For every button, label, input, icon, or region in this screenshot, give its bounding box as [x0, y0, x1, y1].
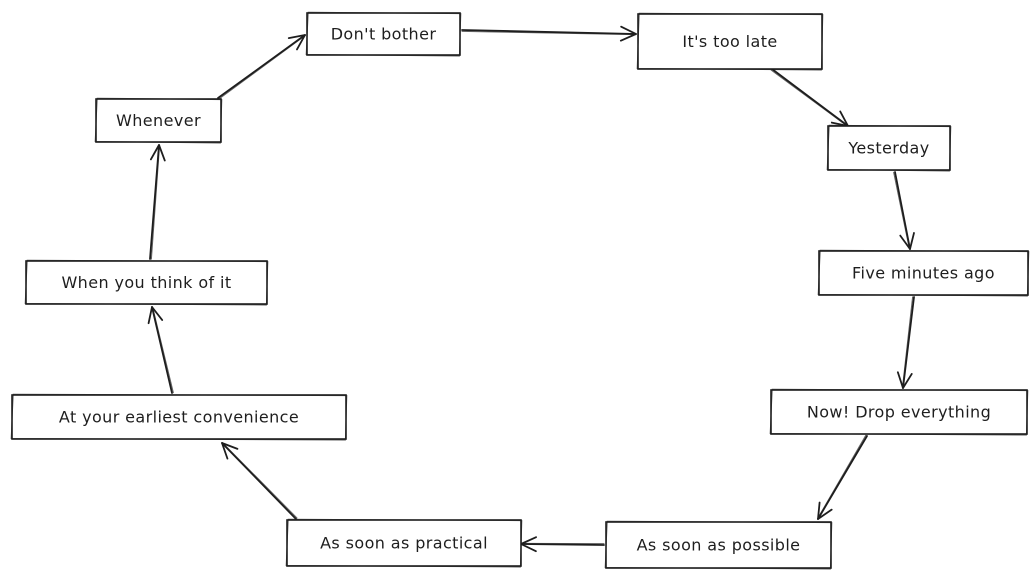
arrow-head-icon: [619, 25, 637, 42]
node-label: Whenever: [116, 111, 201, 130]
node-label: Now! Drop everything: [807, 403, 991, 422]
edge-line: [902, 296, 915, 389]
node-box-sketch: [826, 124, 952, 172]
edge-line: [221, 442, 297, 520]
node-box-sketch: [636, 12, 824, 71]
node-box[interactable]: [770, 389, 1028, 435]
node-box-sketch: [94, 97, 223, 144]
edge-at-your-earliest-convenience-to-when-you-think-of-it: [147, 306, 174, 394]
node-label: Five minutes ago: [852, 264, 995, 283]
node-as-soon-as-possible[interactable]: As soon as possible: [604, 520, 833, 570]
edge-line: [217, 34, 306, 99]
edge-as-soon-as-practical-to-at-your-earliest-convenience: [221, 442, 298, 520]
node-dont-bother[interactable]: Don't bother: [305, 11, 462, 57]
edge-now-drop-everything-to-as-soon-as-possible: [816, 434, 868, 520]
edge-line: [520, 543, 605, 546]
node-box-sketch: [285, 518, 523, 568]
edge-line-sketch: [816, 434, 867, 520]
node-box-sketch: [769, 388, 1029, 436]
arrow-head-icon: [899, 232, 915, 250]
edge-line-sketch: [461, 30, 637, 36]
node-its-too-late[interactable]: It's too late: [636, 12, 824, 71]
edge-line-sketch: [893, 171, 910, 250]
edge-line-sketch: [221, 442, 298, 519]
node-as-soon-as-practical[interactable]: As soon as practical: [285, 518, 523, 568]
arrow-head-icon: [896, 371, 913, 389]
node-box-sketch: [817, 249, 1030, 297]
edge-when-you-think-of-it-to-whenever: [149, 144, 166, 260]
node-yesterday[interactable]: Yesterday: [826, 124, 952, 172]
edge-line: [151, 306, 173, 394]
node-label: At your earliest convenience: [59, 408, 299, 427]
edge-whenever-to-dont-bother: [217, 34, 306, 100]
edge-yesterday-to-five-minutes-ago: [893, 171, 915, 250]
arrow-head-icon: [149, 144, 166, 162]
edge-line-sketch: [150, 144, 161, 260]
edge-line-sketch: [152, 306, 174, 394]
node-label: As soon as possible: [637, 536, 801, 555]
edge-line-sketch: [218, 34, 306, 100]
edge-line: [894, 171, 911, 250]
node-box-sketch: [305, 11, 462, 57]
arrow-head-icon: [147, 306, 164, 325]
arrow-head-icon: [817, 501, 833, 520]
edge-line: [771, 68, 849, 127]
node-label: As soon as practical: [320, 534, 488, 553]
node-whenever[interactable]: Whenever: [94, 97, 223, 144]
edge-line-sketch: [901, 296, 914, 389]
node-box[interactable]: [286, 519, 522, 567]
edge-line: [461, 29, 637, 35]
edge-its-too-late-to-yesterday: [770, 68, 849, 127]
edge-five-minutes-ago-to-now-drop-everything: [896, 296, 915, 389]
edge-line: [149, 144, 160, 260]
node-at-your-earliest-convenience[interactable]: At your earliest convenience: [10, 393, 348, 441]
node-box-sketch: [24, 259, 269, 306]
node-label: When you think of it: [61, 273, 231, 292]
node-label: Don't bother: [331, 25, 437, 44]
node-now-drop-everything[interactable]: Now! Drop everything: [769, 388, 1029, 436]
edge-line: [817, 435, 868, 520]
edges-layer: [147, 25, 915, 553]
arrow-head-icon: [221, 442, 239, 460]
node-box-sketch: [604, 520, 833, 570]
node-five-minutes-ago[interactable]: Five minutes ago: [817, 249, 1030, 297]
arrow-head-icon: [287, 34, 306, 51]
node-label: Yesterday: [847, 139, 929, 158]
node-label: It's too late: [682, 32, 777, 51]
edge-dont-bother-to-its-too-late: [461, 25, 637, 42]
node-box-sketch: [10, 393, 348, 441]
node-box[interactable]: [95, 98, 222, 143]
edge-as-soon-as-possible-to-as-soon-as-practical: [520, 536, 605, 553]
edge-line-sketch: [770, 69, 849, 127]
node-when-you-think-of-it[interactable]: When you think of it: [24, 259, 269, 306]
